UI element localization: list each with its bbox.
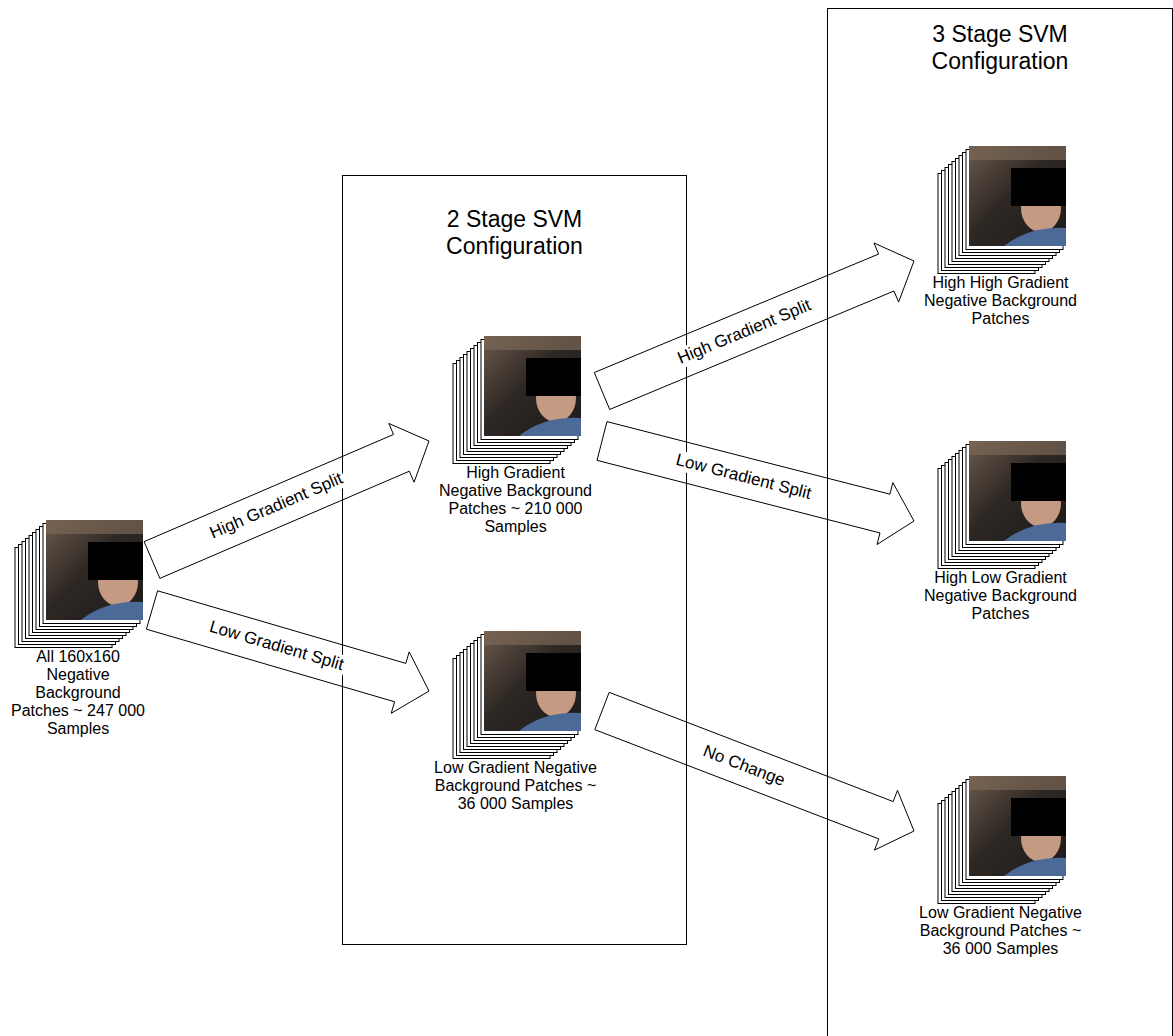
patch-caption: High Low Gradient Negative Background Pa…	[918, 569, 1083, 623]
arrow-label: High Gradient Split	[673, 294, 816, 369]
image-stack	[931, 439, 1071, 569]
image-stack	[446, 334, 586, 464]
stage-panel: 2 Stage SVM ConfigurationHigh Gradient N…	[342, 175, 687, 945]
panel-heading: 2 Stage SVM Configuration	[420, 206, 610, 260]
image-stack	[446, 629, 586, 759]
stage-panel: 3 Stage SVM ConfigurationHigh High Gradi…	[827, 8, 1173, 1036]
arrow-label: High Gradient Split	[205, 468, 348, 544]
block-arrow	[594, 243, 914, 409]
patch-group: Low Gradient Negative Background Patches…	[433, 629, 598, 813]
panel-heading: 3 Stage SVM Configuration	[905, 21, 1095, 75]
block-arrow	[595, 692, 914, 850]
patch-caption: All 160x160 Negative Background Patches …	[8, 648, 148, 738]
arrow-label: No Change	[698, 740, 789, 791]
patch-group: All 160x160 Negative Background Patches …	[8, 518, 148, 738]
block-arrow	[597, 422, 914, 545]
block-arrow	[144, 423, 429, 578]
patch-caption: High Gradient Negative Background Patche…	[433, 464, 598, 536]
image-stack	[931, 774, 1071, 904]
arrow-label: Low Gradient Split	[672, 450, 815, 505]
patch-group: High Low Gradient Negative Background Pa…	[918, 439, 1083, 623]
patch-group: Low Gradient Negative Background Patches…	[918, 774, 1083, 958]
block-arrow	[146, 591, 429, 713]
patch-group: High High Gradient Negative Background P…	[918, 144, 1083, 328]
patch-caption: Low Gradient Negative Background Patches…	[433, 759, 598, 813]
patch-caption: High High Gradient Negative Background P…	[918, 274, 1083, 328]
image-stack	[931, 144, 1071, 274]
arrow-label: Low Gradient Split	[205, 617, 348, 676]
patch-group: High Gradient Negative Background Patche…	[433, 334, 598, 536]
image-stack	[8, 518, 148, 648]
patch-caption: Low Gradient Negative Background Patches…	[918, 904, 1083, 958]
